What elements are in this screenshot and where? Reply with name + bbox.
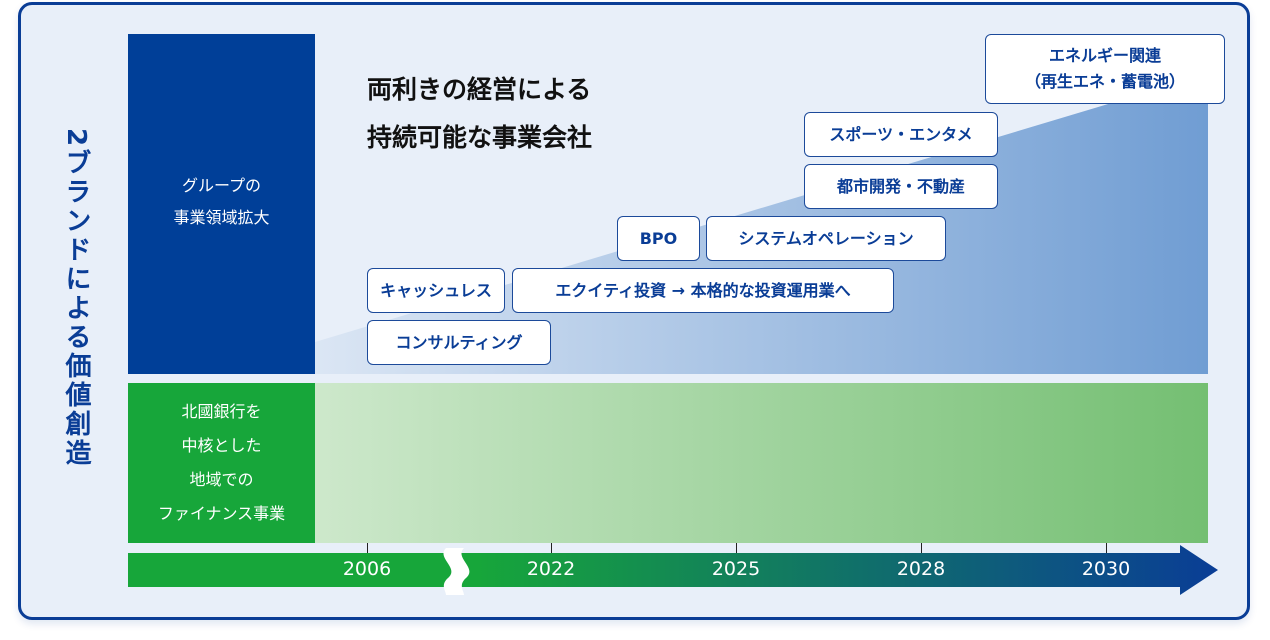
label: 事業領域拡大: [173, 208, 270, 227]
year-label: 2022: [526, 558, 576, 580]
regional-finance-area: [315, 383, 1208, 543]
tick: [551, 543, 552, 553]
side-title: 2ブランドによる価値創造: [61, 128, 91, 469]
business-energy: エネルギー関連 （再生エネ・蓄電池）: [985, 34, 1225, 104]
axis-break: [443, 548, 470, 595]
label: グループの: [181, 176, 262, 195]
tick: [367, 543, 368, 553]
business-sports: スポーツ・エンタメ: [804, 112, 998, 157]
business-consulting: コンサルティング: [367, 320, 551, 365]
headline-line: 持続可能な事業会社: [367, 123, 593, 152]
label: エネルギー関連: [1048, 46, 1161, 65]
label: 地域での: [189, 470, 254, 489]
label: 北國銀行を: [181, 402, 262, 421]
timeline-arrow: [128, 545, 1218, 595]
year-label: 2006: [342, 558, 392, 580]
tick: [921, 543, 922, 553]
year-label: 2025: [711, 558, 761, 580]
year-label: 2028: [896, 558, 946, 580]
headline: 両利きの経営による持続可能な事業会社: [367, 66, 592, 162]
tick: [736, 543, 737, 553]
label: ファイナンス事業: [157, 504, 286, 523]
business-equity: エクイティ投資 → 本格的な投資運用業へ: [512, 268, 894, 313]
label: （再生エネ・蓄電池）: [1024, 72, 1185, 91]
business-urban: 都市開発・不動産: [804, 164, 998, 209]
year-label: 2030: [1081, 558, 1131, 580]
business-sysop: システムオペレーション: [706, 216, 946, 261]
label: 中核とした: [181, 436, 262, 455]
tick: [1106, 543, 1107, 553]
business-bpo: BPO: [617, 216, 700, 261]
regional-finance-block: 北國銀行を中核とした地域でのファイナンス事業: [128, 383, 315, 543]
headline-line: 両利きの経営による: [367, 75, 592, 104]
group-expansion-block: グループの事業領域拡大: [128, 34, 315, 374]
business-cashless: キャッシュレス: [367, 268, 505, 313]
